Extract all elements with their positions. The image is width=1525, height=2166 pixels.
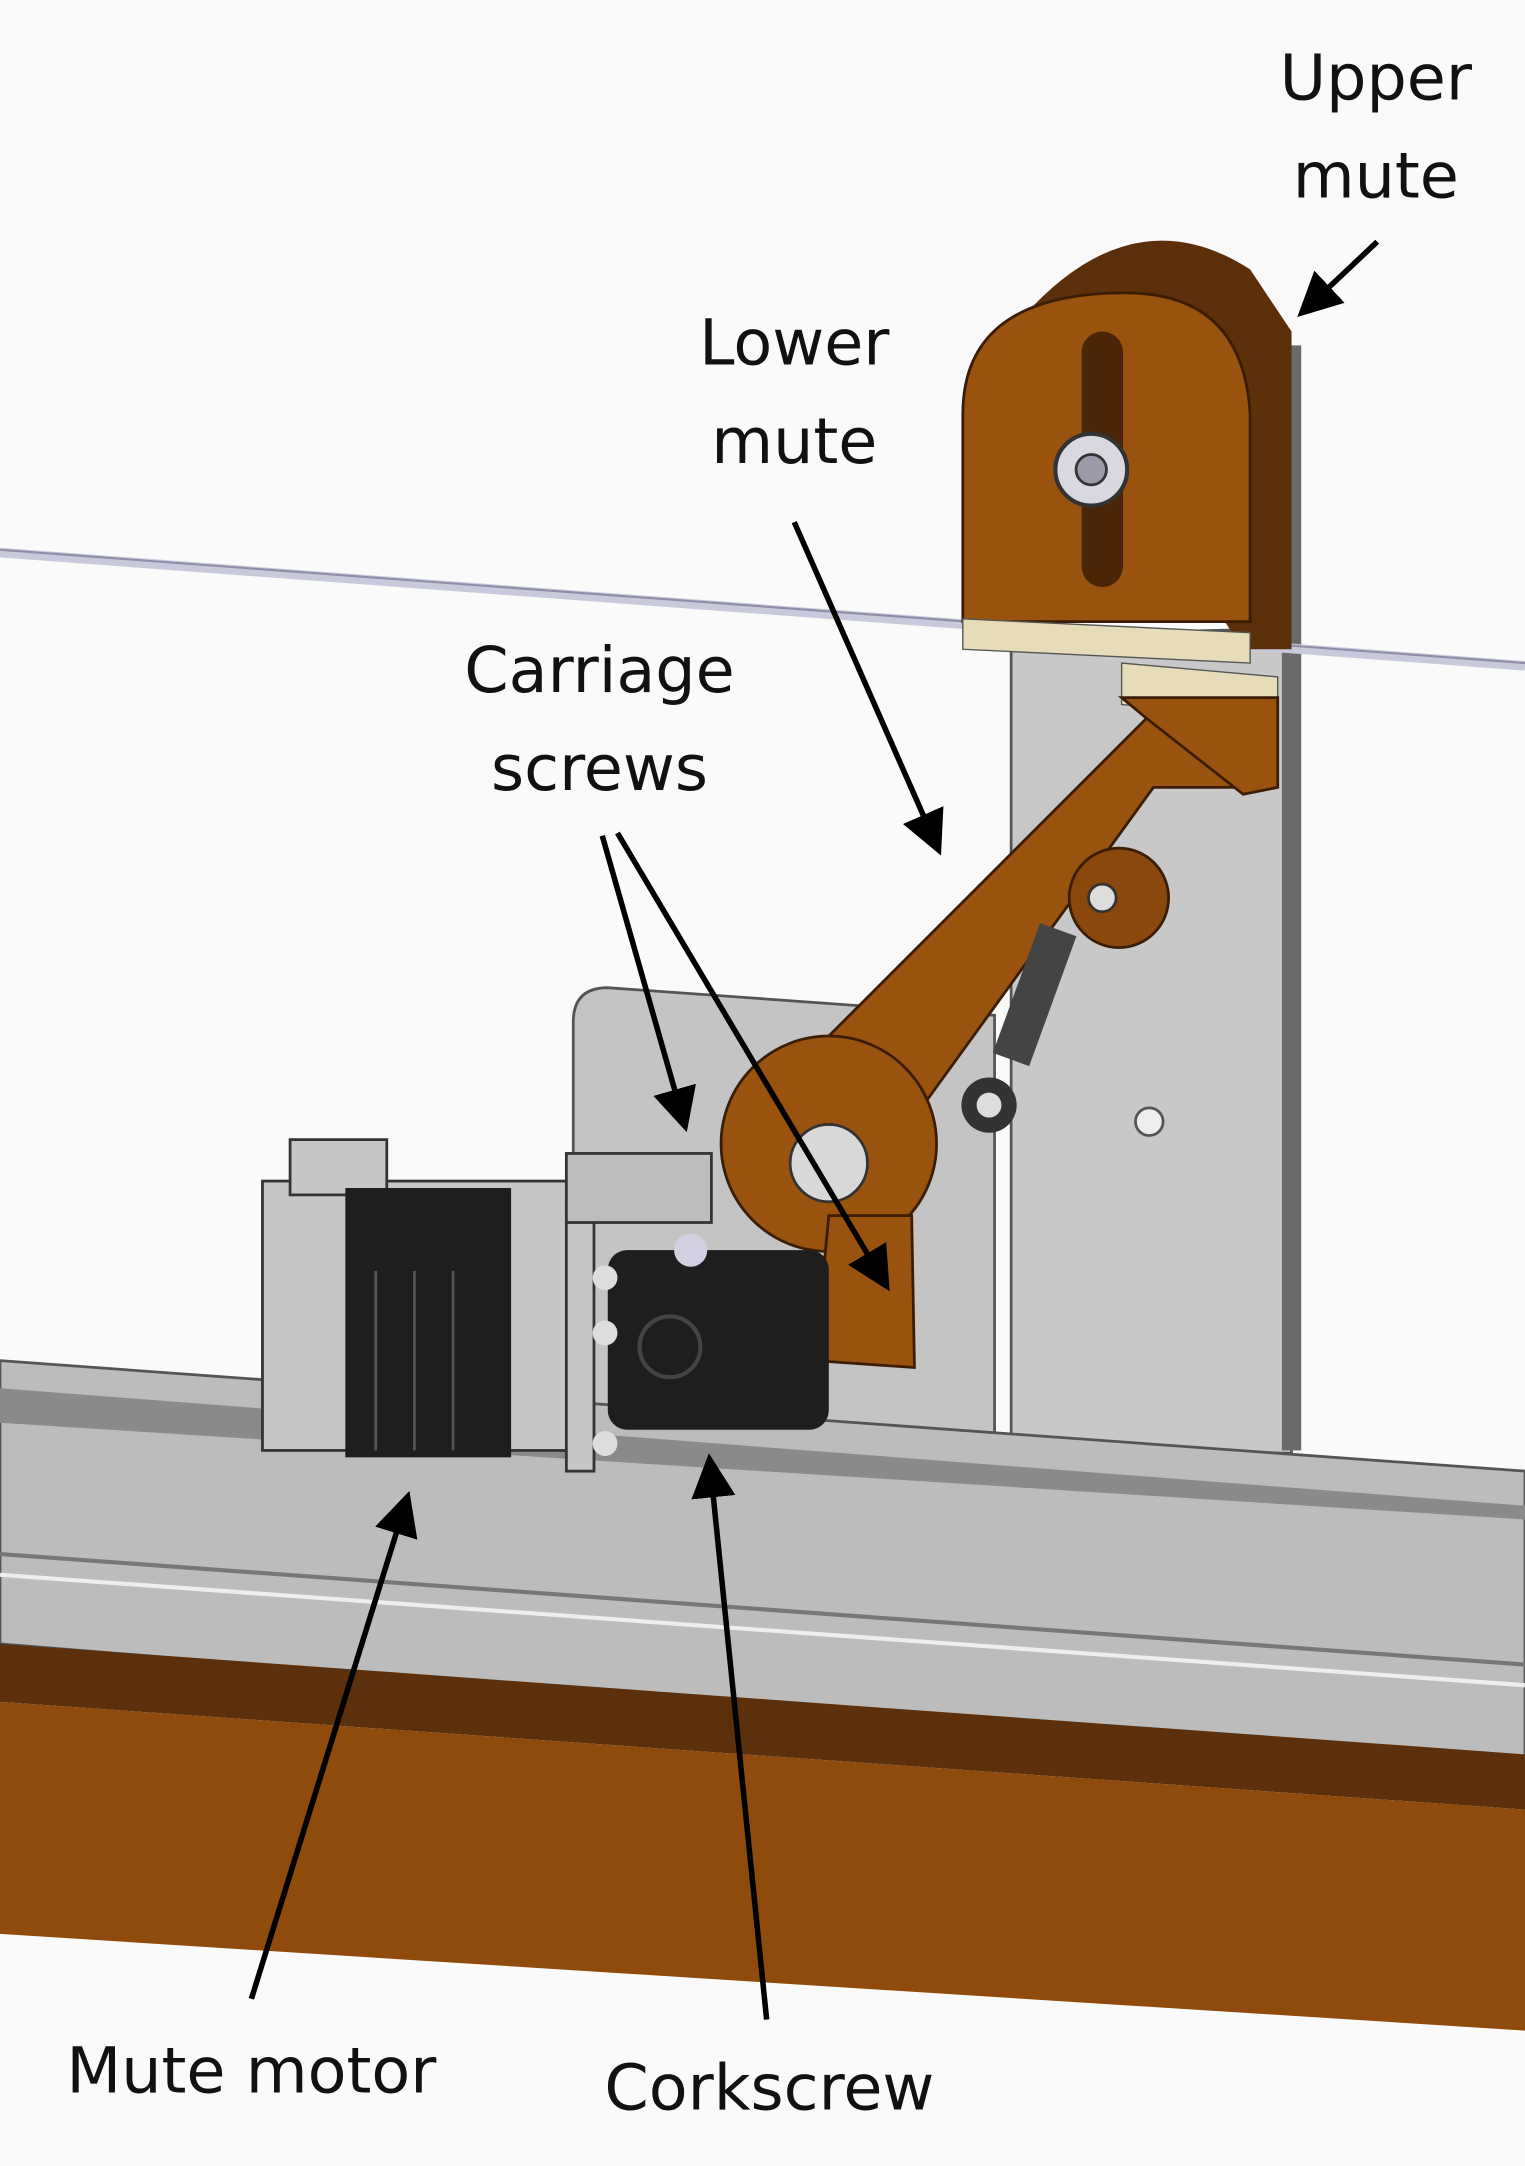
label-lower-mute-line1: Lower xyxy=(699,306,890,380)
label-upper-mute-line1: Upper xyxy=(1280,40,1473,114)
arrow-carriage-screw-2 xyxy=(615,831,890,1292)
arrow-corkscrew xyxy=(691,1453,770,2020)
arrow-mute-motor xyxy=(248,1490,418,2000)
plate-hole xyxy=(1134,1106,1165,1137)
rail-highlight xyxy=(0,1572,1525,1688)
label-carriage-screws-line1: Carriage xyxy=(464,633,734,707)
label-lower-mute-line2: mute xyxy=(711,404,877,478)
arrow-lower-mute xyxy=(791,521,944,856)
label-carriage-screws-line2: screws xyxy=(491,731,708,805)
arrow-upper-mute xyxy=(1297,239,1380,318)
label-mute-motor: Mute motor xyxy=(66,2034,437,2108)
lower-mute xyxy=(719,662,1280,1370)
mute-motor xyxy=(261,1138,713,1473)
spring xyxy=(992,923,1077,1067)
arrow-carriage-screw-1 xyxy=(599,834,696,1133)
rail xyxy=(0,1359,1525,1770)
label-upper-mute-line2: mute xyxy=(1293,139,1459,213)
wooden-beam-top xyxy=(0,1643,1525,1810)
corkscrew xyxy=(592,1233,829,1456)
label-corkscrew: Corkscrew xyxy=(604,2050,934,2124)
wooden-beam xyxy=(0,1701,1525,2031)
rail-line xyxy=(0,1551,1525,1667)
upper-mute xyxy=(961,240,1292,664)
